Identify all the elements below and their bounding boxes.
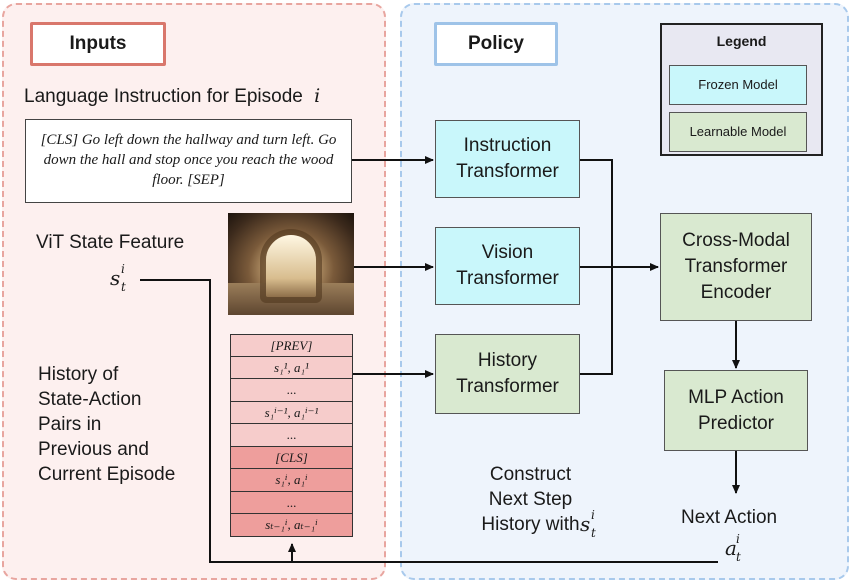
history-row: s₁ⁱ⁻¹, a₁ⁱ⁻¹ <box>230 401 353 424</box>
legend: Legend Frozen Model Learnable Model <box>660 23 823 156</box>
history-row: [PREV] <box>230 334 353 357</box>
legend-learnable-model: Learnable Model <box>669 112 807 152</box>
language-instruction-heading: Language Instruction for Episode i <box>24 84 320 109</box>
history-row: sₜ₋₁ⁱ, aₜ₋₁ⁱ <box>230 514 353 537</box>
history-row: s₁ⁱ, a₁ⁱ <box>230 469 353 492</box>
vision-transformer-box: Vision Transformer <box>435 227 580 305</box>
instruction-transformer-box: Instruction Transformer <box>435 120 580 198</box>
state-loop-wire <box>140 279 718 563</box>
vit-state-feature-label: ViT State Feature <box>36 232 185 253</box>
history-transformer-box: History Transformer <box>435 334 580 414</box>
legend-title: Legend <box>716 33 767 49</box>
cross-modal-encoder-box: Cross-Modal Transformer Encoder <box>660 213 812 321</box>
mlp-action-predictor-box: MLP Action Predictor <box>664 370 808 451</box>
history-to-encoder-wire <box>580 267 613 375</box>
instruction-to-encoder-wire <box>580 159 613 267</box>
inputs-section-label: Inputs <box>30 22 166 66</box>
construct-history-label: Construct Next Step History with <box>481 464 580 535</box>
history-row: s₁¹, a₁¹ <box>230 356 353 379</box>
instruction-text-box: [CLS] Go left down the hallway and turn … <box>25 119 352 203</box>
legend-frozen-model: Frozen Model <box>669 65 807 105</box>
episode-symbol: i <box>314 85 321 107</box>
history-row: [CLS] <box>230 446 353 469</box>
language-instruction-label: Language Instruction for Episode <box>24 86 303 107</box>
policy-section-label: Policy <box>434 22 558 66</box>
history-stack: [PREV]s₁¹, a₁¹...s₁ⁱ⁻¹, a₁ⁱ⁻¹...[CLS]s₁ⁱ… <box>230 334 353 537</box>
history-row: ... <box>230 491 353 514</box>
history-row: ... <box>230 424 353 447</box>
history-row: ... <box>230 379 353 402</box>
history-label: History of State-Action Pairs in Previou… <box>38 364 176 485</box>
vit-state-image <box>228 213 354 315</box>
next-action-label: Next Action <box>681 507 778 528</box>
